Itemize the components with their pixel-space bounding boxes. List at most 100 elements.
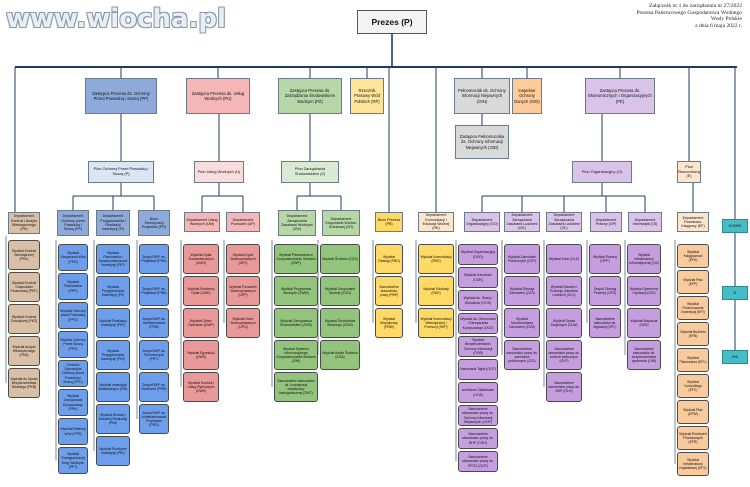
unit-box: Wydział Inwestycji Budowlanych (PIB) [96,372,130,402]
department-box-label: Departament Informatyki (OI) [632,217,658,226]
unit-box: Wydział Środowiska Wodnego (ZGW) [320,308,360,338]
unit-box-label: Wydział Planowania w Gospodarowaniu Woda… [276,252,316,266]
department-box-label: Departament Zarządzania Zasobami Ludzkim… [506,213,538,231]
unit-box: Wydział Edukacji (RKE) [418,276,454,306]
plenipotentiary-oin-box: Pełnomocnik ds. Ochrony Informacji Nieja… [454,78,510,114]
unit-box: Samodzielne stanowisko ds. legislacji (O… [589,308,621,338]
unit-box-label: Samodzielne stanowisko pracy ds. zamówie… [506,346,538,364]
unit-box: Samodzielne stanowisko pracy ds. PPOŻ (O… [458,451,498,472]
unit-box-label: Wydział Programów Wodnych (ZWW) [280,286,312,295]
unit-box-label: Kancelaria Tajna (OOT) [460,367,496,372]
unit-box-label: Wydział ds. Skarg i Wniosków (OOS) [463,296,493,305]
division-e-box: Pion Ekonomiczny (E) [677,161,701,183]
unit-box: Zespół BKP ds. Projektów (PRB) [139,276,169,306]
unit-box: Samodzielne stanowisko ds. koordynacji w… [274,372,318,402]
unit-box-label: Zespół BKP ds. Rozliczeń (PRR) [141,382,167,391]
unit-box-label: Wydział Obsługi Zamówień (ZZO) [509,286,535,295]
unit-box-label: Samodzielne stanowisko pracy ds. kontrol… [548,346,580,364]
unit-box-label: Samodzielne stanowisko pracy ds. PPOŻ (O… [462,455,494,468]
unit-box-label: Wydział Obsługi (PBO) [378,254,400,263]
unit-box-label: Wydział Systemu Informacyjnego Gospodaro… [276,346,316,364]
department-box: Departament Zarządzania Zasobami Wodnymi… [278,210,316,236]
deputy-pz-box-label: Zastępca Prezesa ds. Zarządzania Środowi… [284,88,336,104]
division-z-box-label: Pion Zarządzania Środowiskiem (Z) [294,166,326,176]
unit-box: Wydział Kontroli Zarządczej (PKZ) [8,304,40,334]
deputy-pu-box: Zastępca Prezesa ds. Usług Wodnych (PU) [186,78,250,114]
unit-box-label: Wydział Retencji Wód (PPR) [60,427,86,436]
deputy-pe-box-label: Zastępca Prezesa ds. Ekonomicznych i Org… [588,88,652,104]
unit-box: Wydział Planowania i Sprawozdawczości In… [96,244,130,274]
unit-box-label: Wydział Komunikacji (RKK) [420,254,452,263]
unit-box: Wydział Kancelarii (OOK) [458,267,498,288]
unit-box: Wydział do Spraw Bezpieczeństwa Wodnego … [8,368,40,398]
unit-box-label: Wydział Gospodarki Wodnej (ZGG) [324,286,356,295]
department-box-label: Departament Zarządzania Zasobami Wodnymi… [281,214,313,232]
unit-box-label: Wydział Organizacyjny (OOO) [460,250,496,259]
unit-box-label: Wydział Zarządzania Środowiskiem (ZWS) [280,318,312,327]
unit-box: Wydział Komunikacji (RKK) [418,244,454,274]
unit-box: Zespół BKP ds. Projektów (PRA) [139,244,169,274]
unit-box: Samodzielne stanowisko pracy ds. BHP (OL… [546,372,582,402]
unit-box-label: Wydział Audytu Wewnętrznego (PKA) [12,344,36,358]
unit-box-label: Wydział Współpracy (PBW) [380,316,398,330]
department-box: Departament Zarządzania Zasobami Ludzkim… [504,212,540,232]
unit-box: Wydział Finansowania Inwestycji (EFI) [677,296,709,320]
unit-box-label: Wydział Planowania (PPP) [64,280,82,293]
unit-box: Centrum Operacyjne Ochrony przed Powodzi… [58,360,88,387]
department-box: Departament Kontroli i Audytu Wewnętrzne… [8,212,40,234]
unit-box-label: Samodzielne stanowisko pracy ds. BHP (OO… [462,432,494,445]
unit-box-label: Wydział Finansowania Inwestycji (EFI) [681,301,705,315]
unit-box-label: Wydział Przygotowania Inwestycji (PIN) [101,348,125,362]
unit-box-label: Wydział Realizacji Inwestycji (PIR) [99,318,127,327]
unit-box-label: Centrum Operacyjne Ochrony przed Powodzi… [61,363,85,384]
deputy-oid-box: Zastępca Pełnomocnika ds. Ochrony Inform… [455,125,509,159]
side-box-label: HHI [731,354,739,359]
unit-box-label: Wydział Kontroli Wewnętrznej (PKK) [11,248,37,262]
unit-box: Archiwum Zakładowe (OOA) [458,382,498,403]
unit-box: Wydział Ocen Wodnoprawnych (UPO) [226,308,260,338]
inspector-iod-box-label: Inspektor Ochrony Danych (IOD) [514,88,540,104]
unit-box-label: Wydział Kontroli Zarządczej (PKZ) [10,314,38,323]
header-line: Prezesa Państwowego Gospodarstwa Wodnego [636,9,742,16]
header-line: Załącznik nr 1 do zarządzenia nr 27/2022 [649,3,742,9]
unit-box: Wydział Gospodarki Wodnej (ZGG) [320,276,360,306]
unit-box-label: Wydział Edukacji (RKE) [423,286,449,295]
unit-box: Wydział Zgód Wodnoprawnych (UPZ) [226,244,260,274]
unit-box: Wydział Utrzymania Wód (PPU) [58,244,88,271]
division-o-box: Pion Organizacyjny (O) [572,161,632,183]
deputy-pp-box-label: Zastępca Prezesa ds. Ochrony Przed Powod… [92,90,150,101]
unit-box-label: Wydział ds. Obronności i Zarządzania Kry… [460,317,496,330]
unit-box-label: Wydział Wsparcia (OIW) [630,318,658,327]
unit-box: Wydział Planowania (PPP) [58,273,88,300]
unit-box-label: Wydział Utrzymania Wód (PPU) [60,251,86,264]
unit-box-label: Samodzielne stanowisko ds. koordynacji w… [277,378,315,396]
unit-box-label: Wydział Budżetu (EFB) [680,329,706,338]
unit-box: Wydział Prawny (OPP) [589,244,621,274]
department-box: Departament Informatyki (OI) [628,212,662,232]
unit-box-label: Zespół BKP ds. Administrowania Projektam… [141,410,167,428]
unit-box-label: Wydział Inwestycji Budowlanych (PIB) [98,382,128,391]
header-line: z dnia 6 maja 2022 r. [695,22,742,29]
unit-box: Wydział Współpracy (PBW) [375,308,403,338]
unit-box: Kancelaria Tajna (OOT) [458,359,498,380]
unit-box-label: Wydział Księgowości (EFK) [683,249,703,263]
unit-box: Samodzielne stanowisko pracy ds. Ochrony… [458,405,498,426]
unit-box: Wydział Realizacji Inwestycji (PIR) [96,308,130,338]
unit-box: Wydział Audytu Wewnętrznego (PKA) [8,336,40,366]
plenipotentiary-oin-box-label: Pełnomocnik ds. Ochrony Informacji Nieja… [458,88,506,104]
unit-box: Zespół BKP ds. Technicznych (PRT) [139,340,169,370]
unit-box-label: Wydział Infrastruktury Kapitałowej (EFX) [679,457,707,471]
watermark: www.wiocha.pl [6,4,226,34]
unit-box: Wydział Rozliczeń Finansowych (EFR) [677,426,709,450]
side-box: HHI [722,350,748,364]
unit-box: Wydział Płac (EFW) [677,400,709,424]
unit-box: Wydział Systemu Informacyjnego Gospodaro… [274,340,318,370]
unit-box: Wydział Planowania (EFL) [677,348,709,372]
unit-box-label: Wydział Prawny (OPP) [592,254,618,263]
division-o-box-label: Pion Organizacyjny (O) [581,168,623,174]
side-box-label: IZ [733,290,737,295]
unit-box-label: Samodzielne stanowisko ds. legislacji (O… [593,316,617,330]
unit-box-label: Wydział Controllingu (EFC) [683,379,703,393]
unit-box: Wydział Organizacyjny (OOO) [458,244,498,265]
